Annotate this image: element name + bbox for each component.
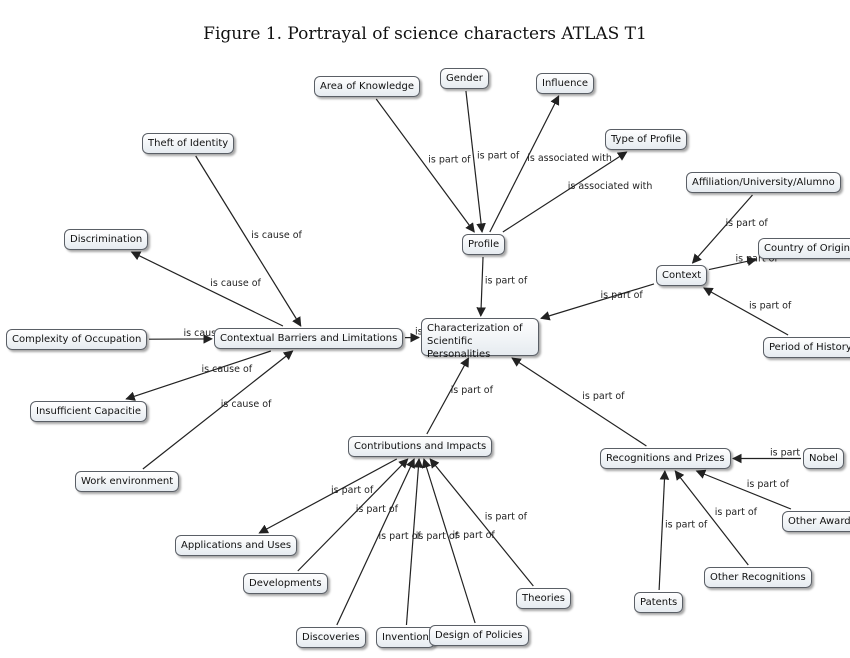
relation-arrow-barriers-insufficient	[125, 350, 272, 401]
relation-label-invention-contributions: is part of	[416, 531, 459, 542]
relation-label-context-characterization: is part of	[601, 290, 644, 301]
node-contextual-barriers[interactable]: Contextual Barriers and Limitations	[214, 328, 404, 349]
relation-label-theories-contributions: is part of	[485, 512, 528, 523]
relation-label-patents-recognitions: is part of	[665, 520, 708, 531]
relation-arrow-invention-contributions	[405, 458, 424, 626]
node-design-of-policies[interactable]: Design of Policies	[429, 625, 529, 646]
node-gender[interactable]: Gender	[440, 68, 489, 89]
relation-label-gender-profile: is part of	[477, 151, 520, 162]
relation-arrow-discoveries-contributions	[336, 458, 415, 626]
node-theories[interactable]: Theories	[516, 588, 571, 609]
figure-title: Figure 1. Portrayal of science character…	[203, 24, 647, 44]
relation-label-profile-type: is associated with	[568, 181, 653, 192]
node-applications-and-uses[interactable]: Applications and Uses	[175, 535, 298, 556]
relation-label-area-profile: is part of	[428, 155, 471, 166]
relation-label-affiliation-context: is part of	[726, 218, 769, 229]
node-other-recognitions[interactable]: Other Recognitions	[704, 567, 812, 588]
relation-label-complexity-barriers: is cause of	[184, 328, 235, 339]
relation-label-nobel-recognitions: is part of	[770, 448, 813, 459]
node-type-of-profile[interactable]: Type of Profile	[605, 129, 688, 150]
node-influence[interactable]: Influence	[536, 73, 595, 94]
node-other-awards[interactable]: Other Awards	[782, 511, 850, 532]
relation-label-contributions-characterization: is part of	[451, 385, 494, 396]
relation-arrow-otherrec-recognitions	[674, 470, 749, 566]
node-affiliation[interactable]: Affiliation/University/Alumno	[686, 172, 841, 193]
relation-arrow-profile-characterization	[476, 256, 486, 317]
relation-label-contributions-applications: is part of	[331, 485, 374, 496]
relation-arrow-developments-contributions	[297, 458, 409, 572]
relation-label-discoveries-contributions: is part of	[379, 531, 422, 542]
relation-arrow-patents-recognitions	[658, 470, 670, 591]
relation-label-profile-characterization: is part of	[485, 276, 528, 287]
relation-arrow-policies-contributions	[421, 458, 476, 624]
relation-label-theft-barriers: is cause of	[251, 230, 302, 241]
node-developments[interactable]: Developments	[243, 573, 328, 594]
node-discoveries[interactable]: Discoveries	[296, 627, 366, 648]
node-invention[interactable]: Invention	[376, 627, 435, 648]
relation-arrow-theories-contributions	[429, 458, 534, 587]
relation-arrow-work-barriers	[142, 350, 294, 470]
relation-label-profile-influence: is associated with	[527, 153, 612, 164]
node-complexity-of-occupation[interactable]: Complexity of Occupation	[6, 329, 148, 350]
node-theft-of-identity[interactable]: Theft of Identity	[142, 133, 235, 154]
relation-arrow-context-characterization	[540, 283, 655, 321]
relation-label-context-country: is part of	[736, 254, 779, 265]
node-area-of-knowledge[interactable]: Area of Knowledge	[314, 76, 420, 97]
relation-arrow-contributions-characterization	[426, 357, 470, 435]
node-profile[interactable]: Profile	[462, 234, 506, 255]
relation-label-otherrec-recognitions: is part of	[715, 507, 758, 518]
node-contributions-and-impacts[interactable]: Contributions and Impacts	[348, 436, 493, 457]
relation-arrow-profile-type	[502, 151, 628, 233]
relation-label-work-barriers: is cause of	[221, 399, 272, 410]
node-characterization[interactable]: Characterization of Scientific Personali…	[421, 318, 539, 360]
relation-label-policies-contributions: is part of	[453, 530, 496, 541]
relation-label-barriers-discrimination: is cause of	[210, 278, 261, 289]
node-insufficient-capacitie[interactable]: Insufficient Capacitie	[30, 401, 148, 422]
relation-arrow-awards-recognitions	[695, 469, 792, 510]
relation-arrow-context-country	[708, 256, 757, 271]
relation-label-awards-recognitions: is part of	[747, 479, 790, 490]
relation-arrow-affiliation-context	[691, 194, 753, 264]
relation-label-barriers-insufficient: is cause of	[202, 364, 253, 375]
node-discrimination[interactable]: Discrimination	[64, 229, 149, 250]
relation-arrow-profile-influence	[489, 95, 560, 233]
relation-arrow-contributions-applications	[258, 458, 398, 534]
node-country-of-origin[interactable]: Country of Origin	[758, 238, 850, 259]
node-recognitions-and-prizes[interactable]: Recognitions and Prizes	[600, 448, 731, 469]
relation-label-period-context: is part of	[749, 301, 792, 312]
relation-arrow-recognitions-characterization	[511, 357, 647, 447]
node-work-environment[interactable]: Work environment	[75, 471, 180, 492]
relation-arrow-gender-profile	[465, 90, 486, 233]
node-period-of-history[interactable]: Period of History	[763, 337, 850, 358]
node-patents[interactable]: Patents	[634, 592, 684, 613]
relation-label-recognitions-characterization: is part of	[582, 391, 625, 402]
node-context[interactable]: Context	[656, 265, 708, 286]
relation-label-developments-contributions: is part of	[356, 504, 399, 515]
relation-arrow-period-context	[703, 287, 789, 336]
relation-arrow-area-profile	[375, 98, 475, 233]
node-nobel[interactable]: Nobel	[803, 448, 844, 469]
relation-arrow-barriers-discrimination	[130, 251, 284, 327]
relation-arrow-theft-barriers	[195, 155, 302, 327]
